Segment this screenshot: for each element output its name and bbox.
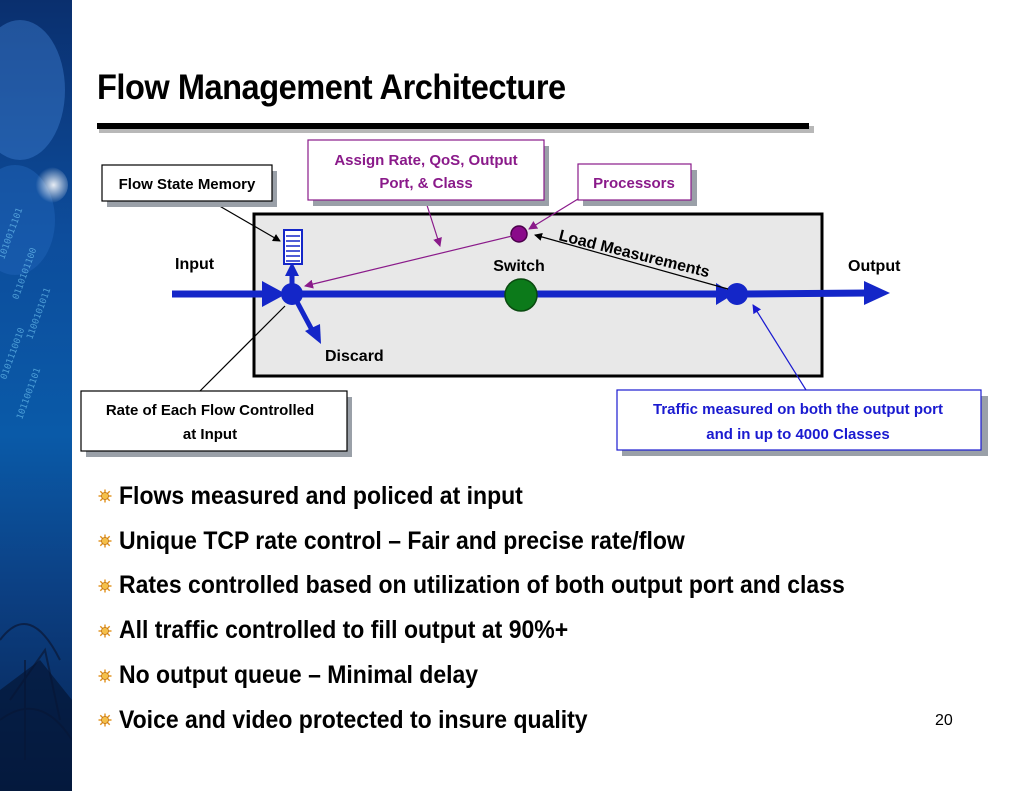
internal-arrowhead (716, 283, 734, 305)
output-label: Output (848, 258, 901, 275)
input-arrowhead (262, 281, 286, 307)
traffic-measured-label-line1: Traffic measured on both the output port (653, 401, 943, 418)
memory-stack-icon (283, 229, 303, 265)
sunburst-bullet-icon (98, 713, 112, 727)
bullet-text: Unique TCP rate control – Fair and preci… (119, 526, 685, 555)
bullet-item: Voice and video protected to insure qual… (98, 698, 908, 743)
bullet-list: Flows measured and policed at input Uniq… (98, 474, 908, 743)
assign-rate-label-line2: Port, & Class (379, 175, 472, 192)
output-node (726, 283, 748, 305)
bullet-item: Unique TCP rate control – Fair and preci… (98, 519, 908, 564)
sunburst-bullet-icon (98, 579, 112, 593)
assign-rate-label-line1: Assign Rate, QoS, Output (334, 152, 517, 169)
assign-rate-callout: Assign Rate, QoS, Output Port, & Class (307, 139, 549, 206)
rate-control-label-line2: at Input (183, 426, 237, 443)
bullet-text: All traffic controlled to fill output at… (119, 616, 569, 645)
bullet-text: No output queue – Minimal delay (119, 661, 479, 690)
title-rule-shadow (99, 126, 814, 133)
rate-control-callout: Rate of Each Flow Controlled at Input (80, 390, 352, 457)
assign-rate-connector (424, 198, 442, 247)
processors-callout: Processors (577, 163, 697, 206)
bullet-text: Flows measured and policed at input (119, 481, 523, 510)
flow-state-memory-label: Flow State Memory (119, 176, 256, 193)
sidebar-artwork: 1010011101 0110101100 1100101011 0101110… (0, 0, 72, 791)
slide-title: Flow Management Architecture (97, 68, 566, 107)
bullet-text: Voice and video protected to insure qual… (119, 705, 588, 734)
switch-label: Switch (493, 258, 545, 275)
processor-node (510, 225, 528, 243)
memory-arrowhead (285, 262, 299, 276)
flow-state-memory-callout: Flow State Memory (101, 164, 277, 207)
bullet-item: Rates controlled based on utilization of… (98, 564, 908, 609)
input-label: Input (175, 256, 215, 273)
output-flow-line (744, 289, 869, 298)
discard-label: Discard (325, 348, 384, 365)
sunburst-bullet-icon (98, 624, 112, 638)
sunburst-bullet-icon (98, 489, 112, 503)
title-rule (97, 123, 809, 129)
traffic-measured-connector (752, 304, 807, 391)
processors-callout-connector (528, 198, 579, 230)
bullet-item: No output queue – Minimal delay (98, 653, 908, 698)
sunburst-bullet-icon (98, 534, 112, 548)
bullet-item: Flows measured and policed at input (98, 474, 908, 519)
processor-to-input-connector (304, 235, 513, 289)
input-node (281, 283, 303, 305)
bullet-item: All traffic controlled to fill output at… (98, 608, 908, 653)
rate-control-label-line1: Rate of Each Flow Controlled (106, 402, 314, 419)
traffic-measured-callout: Traffic measured on both the output port… (616, 389, 988, 456)
decorative-sidebar: 1010011101 0110101100 1100101011 0101110… (0, 0, 72, 791)
switch-node (504, 278, 538, 312)
page-number: 20 (935, 712, 953, 729)
sunburst-bullet-icon (98, 669, 112, 683)
rate-control-connector (199, 305, 286, 392)
discard-arrowhead (305, 324, 321, 344)
output-arrowhead (864, 281, 890, 305)
bullet-text: Rates controlled based on utilization of… (119, 571, 845, 600)
load-measurements-connector (534, 233, 729, 290)
processors-label: Processors (593, 175, 675, 192)
discard-flow-line (293, 298, 315, 332)
traffic-measured-label-line2: and in up to 4000 Classes (706, 426, 889, 443)
